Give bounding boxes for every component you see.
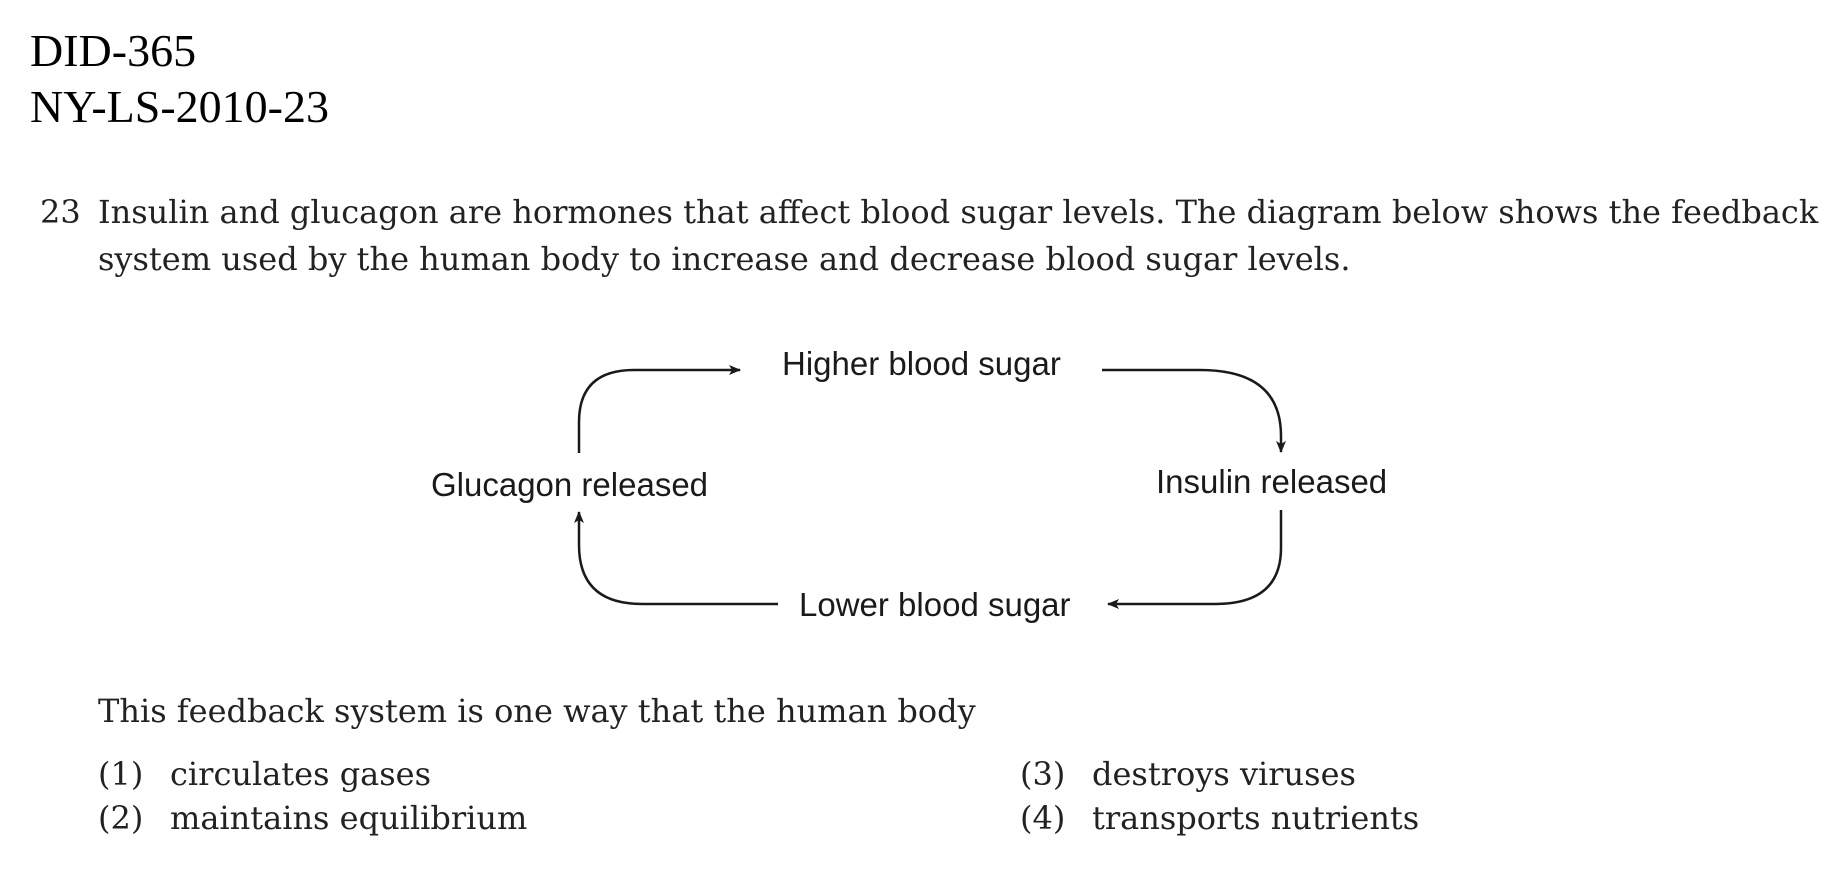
node-insulin-released: Insulin released <box>1156 463 1388 500</box>
choice-text: circulates gases <box>170 755 432 793</box>
answer-choice-1: (1) circulates gases <box>98 758 431 790</box>
node-higher-blood-sugar: Higher blood sugar <box>782 345 1061 382</box>
answer-choice-4: (4) transports nutrients <box>1020 802 1419 834</box>
question-stem-line-1: Insulin and glucagon are hormones that a… <box>98 193 1819 231</box>
question-number: 23 <box>40 193 81 231</box>
choice-text: maintains equilibrium <box>170 799 528 837</box>
choice-number: (1) <box>98 755 144 793</box>
document-id: DID-365 <box>30 25 197 76</box>
choice-text: transports nutrients <box>1092 799 1420 837</box>
question-stem-line-2: system used by the human body to increas… <box>98 240 1351 278</box>
question-source-id: NY-LS-2010-23 <box>30 81 329 132</box>
answer-choice-2: (2) maintains equilibrium <box>98 802 527 834</box>
choice-text: destroys viruses <box>1092 755 1356 793</box>
arrow-lower-to-glucagon <box>574 511 778 606</box>
arrow-glucagon-to-higher <box>577 365 741 453</box>
node-glucagon-released: Glucagon released <box>431 466 709 503</box>
choice-number: (2) <box>98 799 144 837</box>
question-prompt: This feedback system is one way that the… <box>98 692 976 730</box>
arrow-higher-to-insulin <box>1102 368 1286 453</box>
choice-number: (3) <box>1020 755 1066 793</box>
node-lower-blood-sugar: Lower blood sugar <box>799 586 1071 623</box>
choice-number: (4) <box>1020 799 1066 837</box>
answer-choice-3: (3) destroys viruses <box>1020 758 1356 790</box>
arrow-insulin-to-lower <box>1107 510 1283 609</box>
